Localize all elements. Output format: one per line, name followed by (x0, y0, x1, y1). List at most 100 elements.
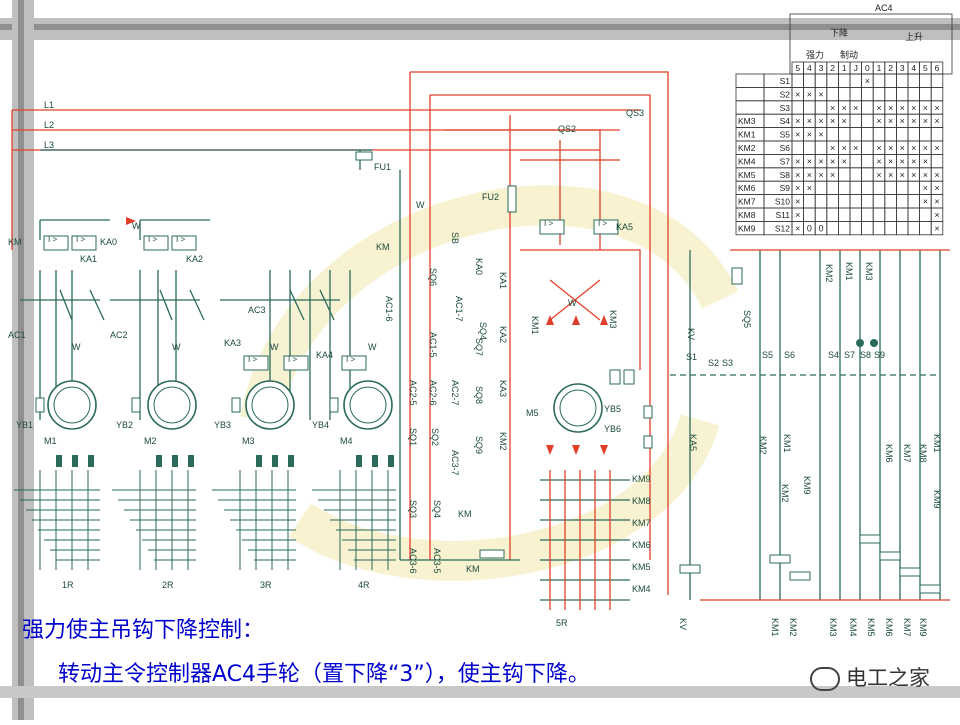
contact-label: KM6 (884, 444, 894, 463)
table-mark: × (934, 197, 939, 207)
contact-label: AC1-7 (454, 296, 464, 322)
table-switch: S9 (780, 183, 791, 193)
resistor-label: 1R (62, 580, 74, 590)
table-title: AC4 (875, 3, 893, 13)
resistor-banks (14, 470, 396, 570)
table-mark: × (830, 103, 835, 113)
brake-label: YB4 (312, 420, 329, 430)
contact-label: SQ9 (474, 436, 484, 454)
resistor-label: 3R (260, 580, 272, 590)
table-mark: × (818, 116, 823, 126)
contact-label: KM3 (608, 310, 618, 329)
table-km: KM2 (738, 143, 756, 153)
contact-label: S3 (722, 358, 733, 368)
motor-label: M1 (44, 436, 57, 446)
kv-label: KV (686, 328, 696, 340)
table-mark: 0 (807, 223, 812, 233)
contact-label: KM1 (530, 316, 540, 335)
contact-label: SQ6 (428, 268, 438, 286)
coil-label: KM9 (918, 618, 928, 637)
red-arrows (126, 217, 608, 455)
table-mark: × (900, 143, 905, 153)
km-bank-label: KM4 (632, 584, 651, 594)
table-mark: × (911, 170, 916, 180)
contact-label: S2 (708, 358, 719, 368)
table-position: 6 (935, 63, 940, 73)
contact-label: AC3-7 (450, 450, 460, 476)
table-mark: × (923, 170, 928, 180)
km-label: KM (466, 564, 480, 574)
winding-label: W (416, 200, 425, 210)
table-mark: × (934, 183, 939, 193)
overcurrent-label: I > (288, 355, 297, 364)
table-switch: S10 (775, 197, 790, 207)
table-position: 2 (830, 63, 835, 73)
table-switch: S6 (780, 143, 791, 153)
table-mark: × (818, 156, 823, 166)
overcurrent-label: I > (544, 219, 553, 228)
contact-label: KM9 (932, 490, 942, 509)
table-switch: S2 (780, 89, 791, 99)
table-mark: × (888, 143, 893, 153)
contact-label: AC2-6 (428, 380, 438, 406)
table-mark: × (830, 170, 835, 180)
table-mark: × (842, 156, 847, 166)
table-position: J (854, 63, 858, 73)
km-label: KM (376, 242, 390, 252)
table-switch: S8 (780, 170, 791, 180)
table-switch: S11 (776, 210, 791, 220)
coils (355, 151, 941, 594)
table-km: KM9 (738, 223, 756, 233)
table-km: KM5 (738, 170, 756, 180)
table-mark: × (795, 156, 800, 166)
contact-label: KM1 (932, 434, 942, 453)
table-position: 2 (888, 63, 893, 73)
overcurrent-label: I > (346, 355, 355, 364)
relay-label: KA2 (186, 254, 203, 264)
km-label: KM (8, 237, 22, 247)
coil-label: KM2 (788, 618, 798, 637)
overcurrent-label: I > (248, 355, 257, 364)
table-mark: × (795, 130, 800, 140)
contact-label: KA3 (498, 380, 508, 397)
table-mark: × (934, 103, 939, 113)
table-mark: × (888, 156, 893, 166)
terminals (56, 339, 878, 467)
brake-label: YB5 (604, 404, 621, 414)
table-km: KM4 (738, 156, 756, 166)
table-position: 1 (877, 63, 882, 73)
contact-label: SQ7 (474, 338, 484, 356)
table-mark: × (888, 170, 893, 180)
table-switch: S7 (780, 156, 791, 166)
table-brake-label: 制动 (840, 49, 858, 60)
table-km: KM7 (738, 197, 756, 207)
contactor-label: AC2 (110, 330, 128, 340)
overcurrent-label: I > (176, 235, 185, 244)
circuit-lines (11, 71, 950, 610)
contact-label: KM1 (782, 434, 792, 453)
table-km: KM1 (738, 130, 756, 140)
table-mark: × (934, 210, 939, 220)
table-mark: × (795, 183, 800, 193)
table-position: 5 (923, 63, 928, 73)
contact-label: S8 (860, 350, 871, 360)
contactor-label: AC1 (8, 330, 26, 340)
table-mark: × (876, 116, 881, 126)
contact-label: SQ1 (408, 428, 418, 446)
table-mark: × (876, 143, 881, 153)
table-mark: × (807, 89, 812, 99)
table-switch: S4 (780, 116, 791, 126)
table-mark: × (934, 170, 939, 180)
table-switch: S5 (780, 130, 791, 140)
contact-label: AC2-7 (450, 380, 460, 406)
contact-label: SQ5 (742, 310, 752, 328)
table-mark: × (818, 130, 823, 140)
contact-label: SQ3 (408, 500, 418, 518)
table-position: 4 (911, 63, 916, 73)
caption-line-1: 强力使主吊钩下降控制： (22, 618, 265, 643)
table-mark: × (795, 89, 800, 99)
contact-label: KA0 (474, 258, 484, 275)
table-position: 3 (819, 63, 824, 73)
table-km: KM8 (738, 210, 756, 220)
winding-label: W (132, 221, 141, 231)
